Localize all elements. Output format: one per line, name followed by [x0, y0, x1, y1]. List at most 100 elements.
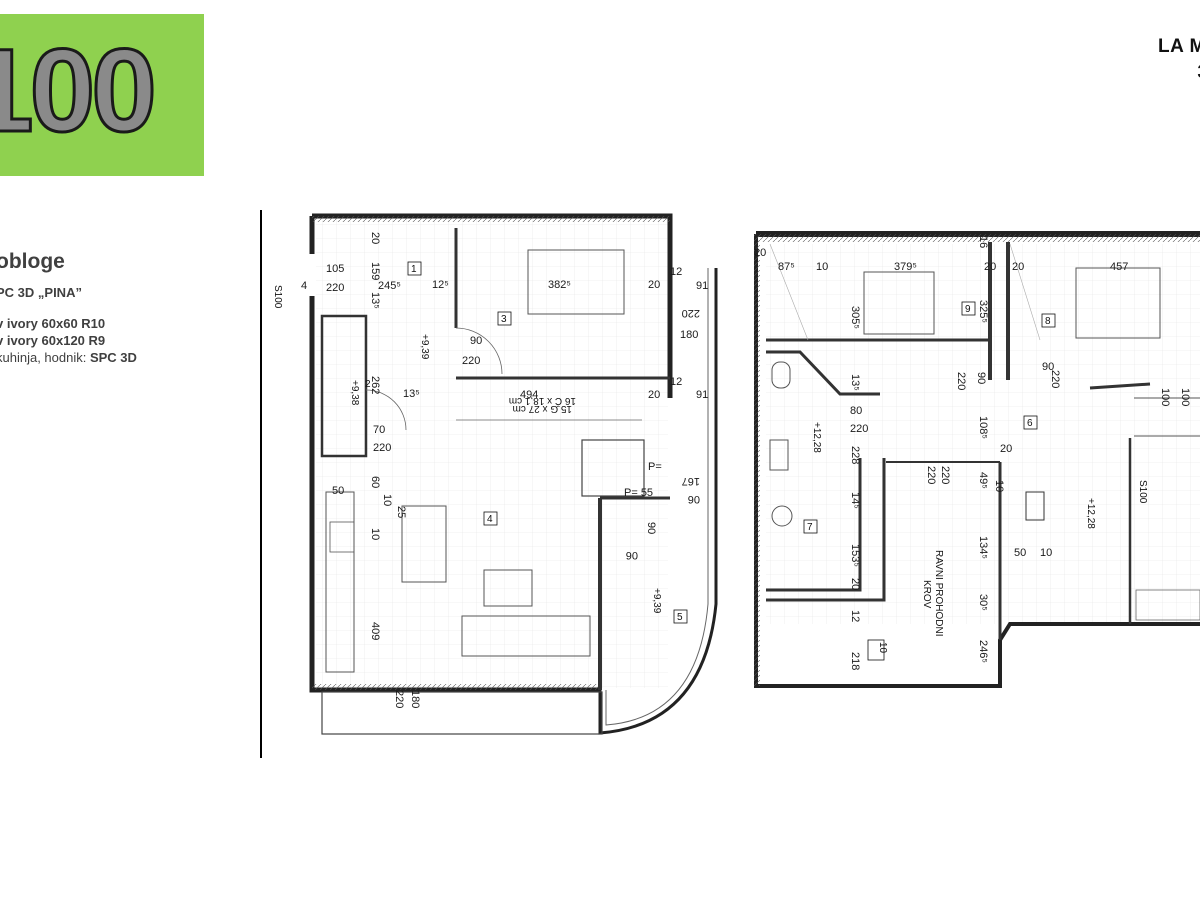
dim-lower-31: 167 [682, 475, 700, 487]
dim-lower-13: 220 [462, 355, 480, 367]
dim-lower-25: 10 [381, 494, 393, 506]
room-7-box [803, 519, 818, 534]
level-upper-2: +12,28 [1085, 498, 1096, 529]
dim-lower-17: 20 [648, 389, 660, 401]
kitchen-counter [325, 491, 355, 673]
dim-upper-4: 20 [984, 261, 996, 273]
legend-heading: obloge [0, 250, 65, 273]
level-upper-1: +12,28 [811, 422, 822, 453]
wash-basin [769, 439, 789, 471]
dim-upper-24: 153⁵ [849, 544, 861, 567]
dim-lower-14: 220 [682, 307, 700, 319]
dim-upper-34: 100 [1179, 388, 1191, 406]
bathroom-walls [320, 314, 368, 458]
dim-lower-16: 494 [520, 389, 538, 401]
stair [581, 439, 645, 497]
door-bath-swing [365, 389, 407, 431]
balcony-curve-inner [605, 268, 709, 726]
legend-line-4: kuhinja, hodnik: SPC 3D [0, 349, 246, 366]
room-1-box [407, 261, 422, 276]
dim-upper-3: 379⁵ [894, 261, 917, 273]
dim-upper-32: 10 [1040, 547, 1052, 559]
dim-upper-26: 12 [849, 610, 861, 622]
finishes-legend: obloge PC 3D „PINA” v ivory 60x60 R10 v … [0, 250, 246, 366]
dim-upper-5: 16 [977, 236, 989, 248]
room-2: 2 [365, 379, 371, 390]
dim-upper-23: 14⁵ [849, 492, 861, 509]
dim-upper-27: 218 [849, 652, 861, 670]
dim-upper-6: 20 [1012, 261, 1024, 273]
project-title: LA MU 3 I [1158, 34, 1200, 86]
wardrobe-cross-2 [769, 243, 809, 341]
legend-line-4-prefix: kuhinja, hodnik: [0, 350, 90, 365]
dim-lower-8: 382⁵ [548, 279, 571, 291]
dim-lower-0: 105 [326, 263, 344, 275]
room-5-box [673, 609, 688, 624]
dim-upper-18: 108⁵ [977, 416, 989, 439]
dim-lower-26: 25 [395, 506, 407, 518]
dim-upper-9: 325⁵ [977, 300, 989, 323]
upper-wall-hatch-left [754, 234, 760, 686]
room-3: 3 [501, 314, 507, 325]
door-bedroom-swing [455, 327, 503, 375]
legend-line-4-value: SPC 3D [89, 350, 137, 365]
level-lower-2: +9,39 [651, 588, 662, 614]
level-lower-1: +9,39 [419, 334, 430, 360]
dim-upper-35: 20 [1000, 443, 1012, 455]
upper-wall-hatch-top [756, 234, 1200, 242]
dim-lower-22: 220 [373, 442, 391, 454]
room-10: 10 [877, 642, 888, 654]
wardrobe-cross [1009, 243, 1041, 341]
dim-lower-37: 262 [369, 376, 381, 394]
dim-upper-22: 10 [993, 480, 1005, 492]
bed-room-9 [863, 271, 935, 335]
dim-lower-21: 70 [373, 424, 385, 436]
dim-lower-36: P= [648, 461, 662, 473]
upper-floor-labels: S100 RAVNI PROHODNI KROV +12,28 +12,28 6… [754, 236, 1191, 670]
dim-upper-19: 220 [925, 466, 937, 484]
wall-bathroom-7 [766, 458, 886, 602]
dim-lower-20: 13⁵ [403, 388, 420, 400]
upper-floor-plan [754, 231, 1200, 688]
stair-note-1: 16 Č x 18,1 cm [509, 395, 576, 408]
dim-lower-9: 20 [648, 279, 660, 291]
dim-upper-28: 134⁵ [977, 536, 989, 559]
double-bed [527, 249, 625, 315]
legend-line-3: v ivory 60x120 R9 [0, 333, 106, 348]
dining-table [401, 505, 447, 583]
legend-line-1: PC 3D „PINA” [0, 285, 82, 300]
dim-upper-16: 220 [850, 423, 868, 435]
dim-lower-30: 180 [409, 690, 421, 708]
dim-lower-28: 409 [369, 622, 381, 640]
dim-upper-0: 20 [754, 247, 766, 259]
room-10-box [867, 639, 885, 661]
room-8-box [1041, 313, 1056, 328]
dim-upper-33: 100 [1159, 388, 1171, 406]
project-title-line1: LA MU [1158, 36, 1200, 57]
dim-lower-23: 50 [332, 485, 344, 497]
unit-badge: 100 [0, 14, 204, 176]
room-8: 8 [1045, 316, 1051, 327]
toilet [771, 361, 791, 389]
room-3-box [497, 311, 512, 326]
dim-upper-29: 30⁵ [977, 594, 989, 611]
dim-upper-31: 50 [1014, 547, 1026, 559]
dim-upper-15: 80 [850, 405, 862, 417]
dim-upper-20: 220 [939, 466, 951, 484]
room-4: 4 [487, 514, 493, 525]
dim-lower-5: 13⁵ [369, 292, 381, 309]
dim-lower-12: 90 [470, 335, 482, 347]
section-mark-2: S100 [1137, 480, 1148, 504]
dim-lower-2: 4 [301, 280, 307, 292]
dim-lower-1: 220 [326, 282, 344, 294]
section-mark: S100 [272, 285, 283, 309]
dim-lower-27: 10 [369, 528, 381, 540]
dim-lower-6: 12⁵ [432, 279, 449, 291]
dim-upper-12: 90 [975, 372, 987, 384]
stair-note-2: 15 G x 27 cm [513, 403, 572, 414]
room-6: 6 [1027, 418, 1033, 429]
dim-upper-25: 20 [849, 578, 861, 590]
room-5: 5 [677, 612, 683, 623]
dim-lower-32: 06 [688, 493, 700, 505]
lower-wall-hatch-bottom [312, 684, 600, 690]
